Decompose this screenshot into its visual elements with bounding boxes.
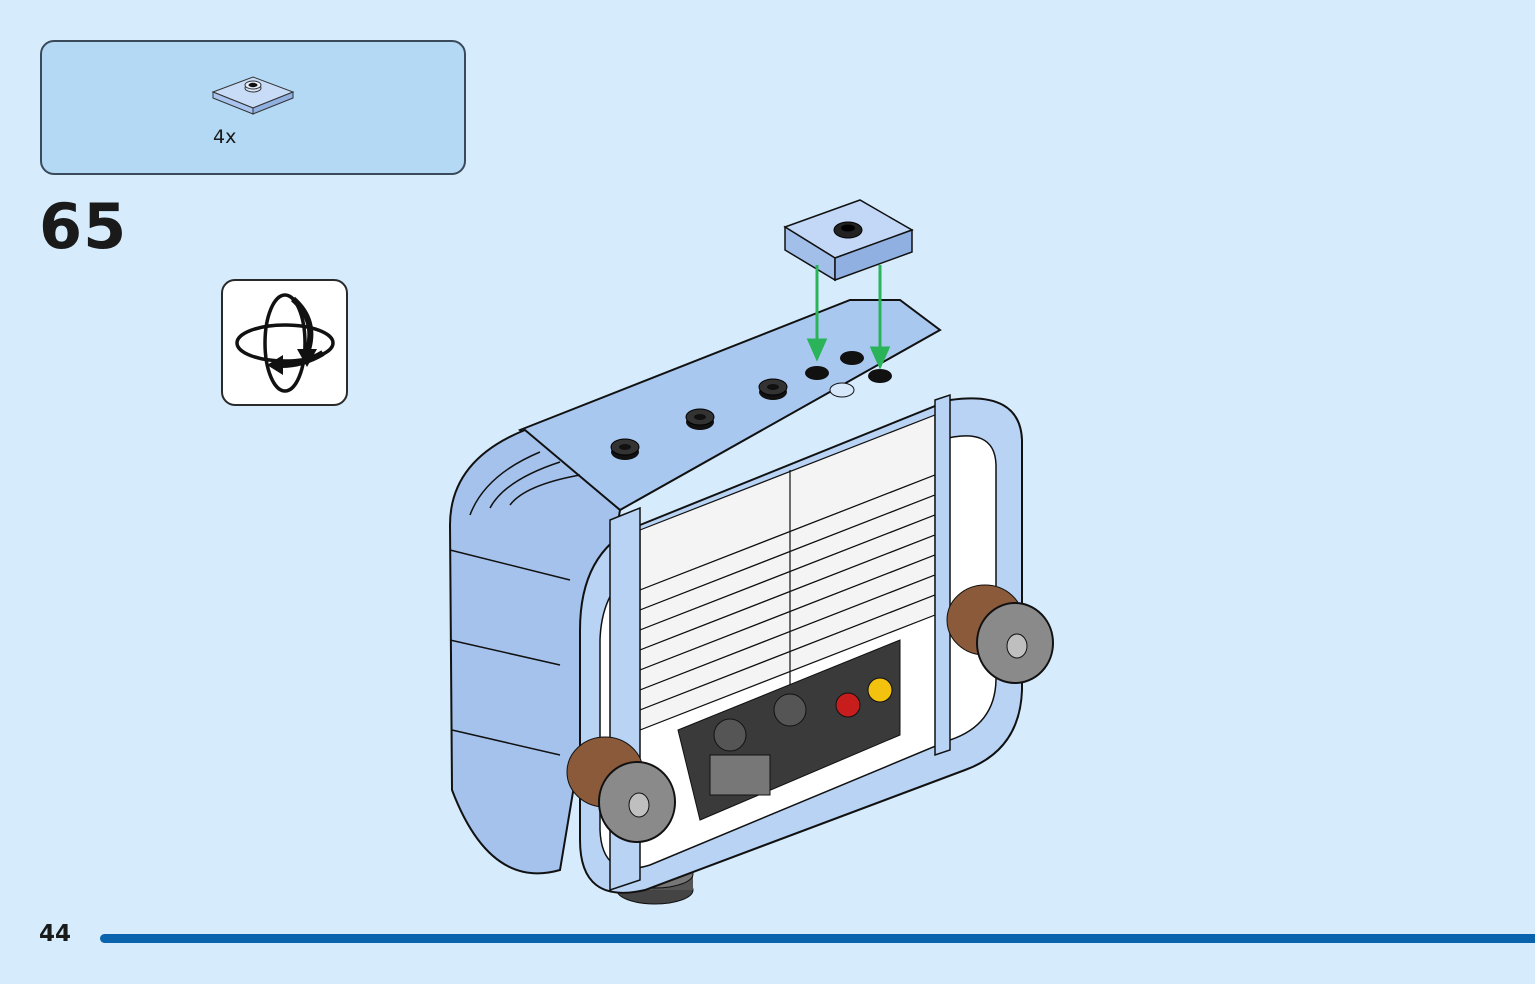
incoming-plate <box>783 199 914 282</box>
placement-arrows <box>806 265 891 370</box>
rotate-model-indicator <box>221 279 348 406</box>
page-number: 44 <box>39 921 72 947</box>
parts-list-callout: 4x <box>40 40 466 175</box>
top-studs <box>610 351 892 460</box>
tuning-mechanism <box>677 639 901 821</box>
plate-1x1-with-stud-icon <box>211 76 295 115</box>
step-number: 65 <box>39 190 128 263</box>
grille <box>639 414 936 731</box>
radio-model-illustration <box>448 199 1054 905</box>
rotate-model-icon <box>235 293 335 393</box>
knob-right <box>946 584 1054 684</box>
pillar-right <box>934 393 951 757</box>
page-footer-bar <box>100 934 1535 943</box>
part-quantity: 4x <box>213 126 237 148</box>
knob-left <box>566 736 676 843</box>
